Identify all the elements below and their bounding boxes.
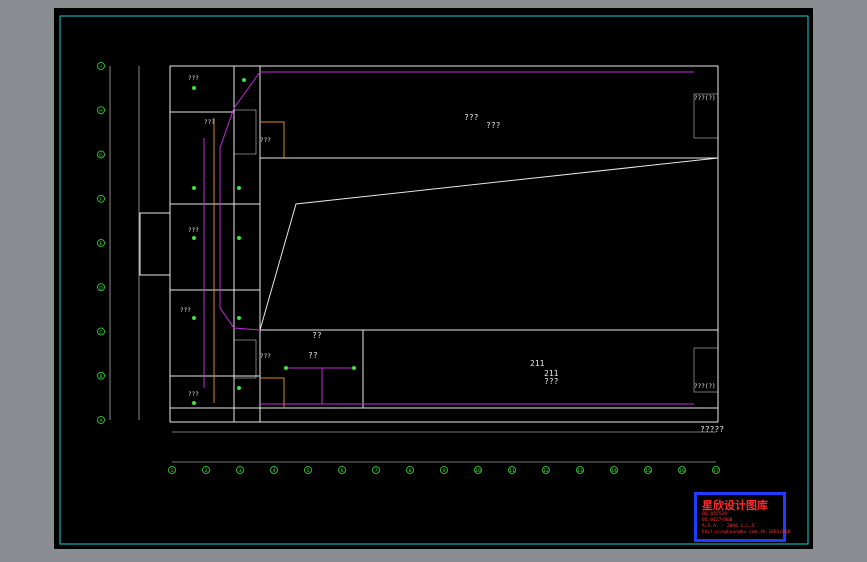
axis-bubble-6: 6: [338, 466, 346, 474]
svg-text:10: 10: [475, 468, 481, 474]
stairs: [233, 93, 719, 393]
axis-bubble-13: 13: [576, 466, 584, 474]
svg-text:11: 11: [509, 468, 515, 474]
axis-bubble-E: E: [97, 239, 105, 247]
title-block: 星欣设计图库 QQ:455529 05.0127/008 A.A.A. - 20…: [694, 492, 791, 542]
left-room-label-2: ???: [204, 119, 215, 126]
axis-bubble-14: 14: [610, 466, 618, 474]
svg-text:G: G: [99, 153, 103, 159]
left-room-label-3: ???: [260, 137, 271, 144]
fixtures: [192, 78, 356, 405]
title-block-title: 星欣设计图库: [702, 499, 768, 512]
svg-text:5: 5: [307, 468, 310, 474]
axis-bubble-8: 8: [406, 466, 414, 474]
bottom-axis: [172, 431, 716, 463]
left-room-label-7: ???: [188, 391, 199, 398]
left-room-label-6: ???: [260, 353, 271, 360]
svg-text:F: F: [100, 197, 103, 203]
axis-bubble-12: 12: [542, 466, 550, 474]
hall-top-label-a: ???: [464, 113, 479, 122]
axis-bubble-H: H: [97, 106, 105, 114]
left-room-label-5: ???: [180, 307, 191, 314]
svg-text:4: 4: [273, 468, 276, 474]
svg-text:7: 7: [375, 468, 378, 474]
svg-text:D: D: [99, 285, 103, 291]
svg-text:15: 15: [645, 468, 651, 474]
axis-bubble-F: F: [97, 194, 105, 203]
svg-text:13: 13: [577, 468, 583, 474]
title-block-line-3: A.A.A. - 2006 L.L.S: [702, 524, 755, 529]
svg-text:8: 8: [409, 468, 412, 474]
svg-text:12: 12: [543, 468, 549, 474]
axis-bubble-4: 4: [270, 466, 278, 474]
hall-bottom-label-a: 211: [530, 359, 545, 368]
title-block-line-4: Emil:xinghuan@kv.com.tk.1001/000: [702, 530, 791, 535]
svg-text:B: B: [99, 374, 102, 380]
axis-bubble-2: 2: [202, 466, 210, 474]
svg-text:9: 9: [443, 468, 446, 474]
svg-text:E: E: [100, 241, 103, 247]
svg-text:A: A: [99, 418, 103, 424]
title-block-line-1: QQ:455529: [702, 512, 727, 517]
axis-bubble-I: I: [97, 62, 105, 70]
stair-label-bottom: ???(?): [694, 383, 716, 390]
building-outline: [139, 65, 719, 423]
svg-text:3: 3: [239, 468, 242, 474]
axis-bubble-D: D: [97, 283, 105, 291]
left-room-label-4: ???: [188, 227, 199, 234]
axis-bubble-17: 17: [712, 466, 720, 474]
axis-letters: A B C D E F G H I: [97, 62, 105, 424]
svg-text:17: 17: [713, 468, 719, 474]
axis-bubble-3: 3: [236, 466, 244, 474]
pipe-network: [203, 71, 694, 405]
svg-text:6: 6: [341, 468, 344, 474]
axis-bubble-B: B: [97, 371, 105, 380]
svg-text:H: H: [99, 108, 102, 114]
axis-bubble-16: 16: [678, 466, 686, 474]
axis-bubble-A: A: [97, 416, 105, 424]
svg-text:16: 16: [679, 468, 685, 474]
stair-label-top: ???(?): [694, 95, 716, 102]
hall-bottom-label-c: ???: [544, 377, 559, 386]
axis-bubble-9: 9: [440, 466, 448, 474]
svg-text:14: 14: [611, 468, 617, 474]
axis-bubble-10: 10: [474, 466, 482, 474]
title-block-line-2: 05.0127/008: [702, 518, 733, 523]
drawing-viewport[interactable]: ??? ??? 211 211 ??? ?? ?? ??? ??? ??? ??…: [54, 8, 813, 549]
floor-plan-drawing: ??? ??? 211 211 ??? ?? ?? ??? ??? ??? ??…: [59, 15, 809, 545]
axis-bubble-1: 1: [168, 466, 176, 474]
svg-text:1: 1: [171, 468, 174, 474]
axis-bubble-C: C: [97, 327, 105, 336]
axis-bubble-15: 15: [644, 466, 652, 474]
hall-top-label-b: ???: [486, 121, 501, 130]
axis-bubble-5: 5: [304, 466, 312, 474]
small-room-label-a: ??: [312, 331, 322, 340]
drawing-labels: ??? ??? 211 211 ??? ?? ?? ??? ??? ??? ??…: [180, 75, 724, 434]
left-axis: [109, 66, 140, 420]
hall-bottom-label-b: 211: [544, 369, 559, 378]
left-room-label-1: ???: [188, 75, 199, 82]
bottom-note: ?????: [700, 425, 724, 434]
small-room-label-b: ??: [308, 351, 318, 360]
axis-bubble-11: 11: [508, 466, 516, 474]
svg-text:C: C: [99, 330, 102, 336]
partition-walls: [213, 118, 285, 408]
axis-bubble-G: G: [97, 150, 105, 159]
svg-text:I: I: [100, 64, 101, 70]
svg-text:2: 2: [205, 468, 208, 474]
axis-bubble-7: 7: [372, 466, 380, 474]
outer-frame: [59, 15, 809, 545]
